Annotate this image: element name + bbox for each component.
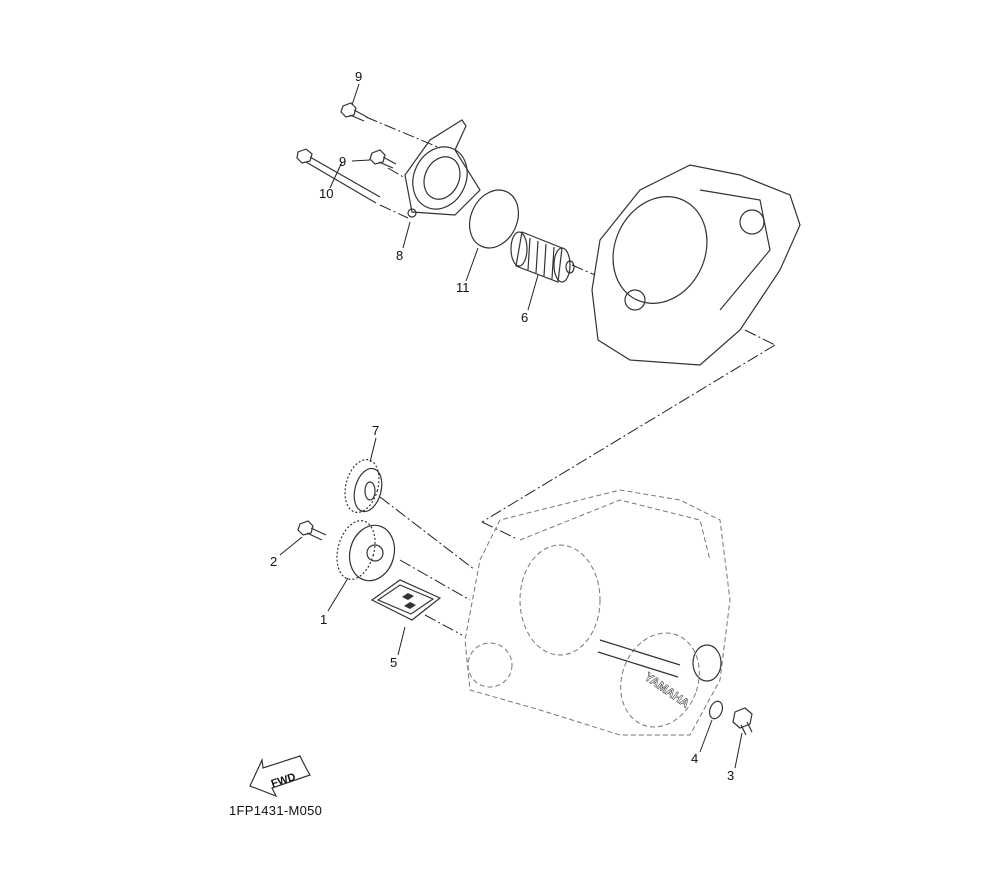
callout-7: 7 — [372, 423, 380, 438]
callout-9-lower: 9 — [339, 154, 347, 169]
bolt-9-lower — [369, 149, 397, 169]
oil-filter-6 — [510, 231, 575, 283]
bolt-2 — [297, 520, 327, 541]
callout-1: 1 — [320, 612, 328, 627]
callout-10: 10 — [319, 186, 334, 201]
bolt-10 — [296, 148, 381, 204]
callout-11: 11 — [456, 280, 470, 295]
filter-cover-8 — [404, 119, 481, 218]
bolt-9-upper — [340, 102, 368, 122]
callout-3: 3 — [727, 768, 735, 783]
diagram-code: 1FP1431-M050 — [229, 803, 323, 818]
callout-9-upper: 9 — [355, 69, 363, 84]
forward-arrow-icon: FWD — [249, 755, 311, 798]
gear-7 — [344, 458, 383, 514]
crankcase-engine: YAMAHA — [464, 489, 731, 736]
o-ring-11 — [469, 189, 519, 249]
callout-6: 6 — [521, 310, 529, 325]
oil-pump-1 — [336, 520, 396, 582]
oil-strainer-5 — [370, 579, 442, 621]
callout-8: 8 — [396, 248, 404, 263]
callout-4: 4 — [691, 751, 699, 766]
yamaha-logo: YAMAHA — [642, 670, 693, 711]
svg-text:FWD: FWD — [270, 771, 298, 790]
washer-4 — [708, 700, 724, 720]
callout-5: 5 — [390, 655, 398, 670]
drain-bolt-3 — [732, 707, 753, 736]
crankcase-cover — [591, 164, 801, 366]
callout-2: 2 — [270, 554, 278, 569]
assembly-lines — [365, 116, 776, 636]
leader-lines — [279, 83, 743, 769]
